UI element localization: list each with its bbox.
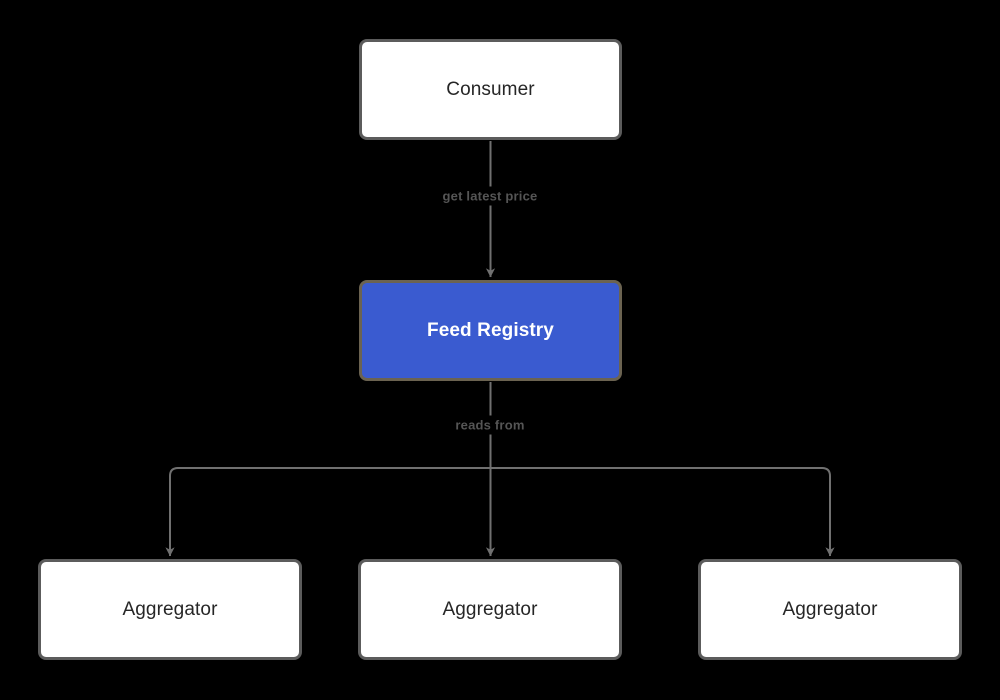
edge-bus-to-aggregator-left [165,467,491,557]
node-feed-registry-label: Feed Registry [427,320,554,341]
node-aggregator-left-label: Aggregator [122,599,218,620]
node-aggregator-right-label: Aggregator [782,599,878,620]
node-aggregator-mid[interactable]: Aggregator [358,559,622,660]
edge-label-get-latest-price: get latest price [436,186,544,206]
node-aggregator-left[interactable]: Aggregator [38,559,302,660]
edge-bus-to-aggregator-right [490,467,835,557]
node-consumer[interactable]: Consumer [359,39,622,140]
node-consumer-label: Consumer [446,79,535,100]
node-aggregator-right[interactable]: Aggregator [698,559,962,660]
node-aggregator-mid-label: Aggregator [442,599,538,620]
edge-label-reads-from: reads from [449,415,531,435]
node-feed-registry[interactable]: Feed Registry [359,280,622,381]
